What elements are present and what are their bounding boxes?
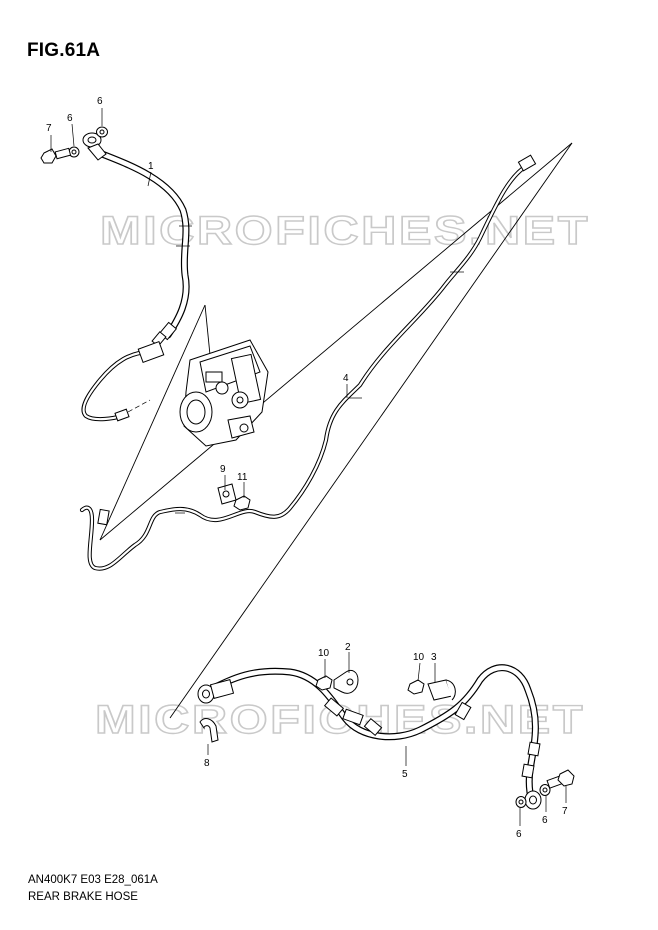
lower-washer-a bbox=[515, 796, 527, 808]
clamp-3 bbox=[427, 679, 456, 701]
figure-code: AN400K7 E03 E28_061A bbox=[28, 874, 158, 886]
upper-bolt bbox=[40, 147, 72, 164]
bolt-10-right bbox=[407, 679, 425, 695]
callout-bolt-9: 9 bbox=[220, 464, 226, 475]
upper-washer-a bbox=[68, 146, 80, 158]
clamp-2 bbox=[333, 669, 359, 694]
bolt-9-bracket bbox=[217, 483, 237, 505]
figure-title: FIG.61A bbox=[27, 40, 101, 61]
abs-modulator-unit bbox=[179, 339, 269, 447]
callout-upper-bolt: 7 bbox=[46, 123, 52, 134]
figure-name: REAR BRAKE HOSE bbox=[28, 891, 138, 903]
callout-lower-bolt: 7 bbox=[562, 806, 568, 817]
watermark-upper: MICROFICHES.NET bbox=[100, 209, 590, 253]
lower-banjo-fitting bbox=[524, 790, 542, 810]
callout-hose-5: 5 bbox=[402, 769, 408, 780]
callout-bolt-11: 11 bbox=[237, 472, 248, 483]
callout-pipe-4: 4 bbox=[343, 373, 349, 384]
clip-8 bbox=[199, 718, 219, 743]
callout-upper-washer-b: 6 bbox=[97, 96, 103, 107]
hose-5 bbox=[201, 664, 541, 806]
abs-link-pipe bbox=[81, 341, 165, 422]
callout-clamp-2: 2 bbox=[345, 642, 351, 653]
callout-bolt-10-right: 10 bbox=[413, 652, 425, 663]
bolt-11 bbox=[233, 495, 251, 511]
callout-clamp-3: 3 bbox=[431, 652, 437, 663]
upper-washer-b bbox=[96, 126, 108, 138]
upper-banjo-fitting bbox=[82, 132, 107, 161]
callout-upper-washer-a: 6 bbox=[67, 113, 73, 124]
bolt-10-left bbox=[315, 675, 333, 691]
callout-leaders bbox=[50, 108, 567, 826]
callout-hose-1: 1 bbox=[148, 161, 154, 172]
lower-left-fitting bbox=[197, 679, 235, 704]
callout-lower-washer-a: 6 bbox=[516, 829, 522, 840]
callout-lower-washer-b: 6 bbox=[542, 815, 548, 826]
lower-bolt bbox=[546, 769, 575, 789]
callout-clip-8: 8 bbox=[204, 758, 210, 769]
callout-bolt-10-left: 10 bbox=[318, 648, 330, 659]
lower-washer-b bbox=[539, 784, 551, 796]
watermark-lower: MICROFICHES.NET bbox=[95, 698, 585, 742]
pipe-4 bbox=[79, 154, 537, 571]
